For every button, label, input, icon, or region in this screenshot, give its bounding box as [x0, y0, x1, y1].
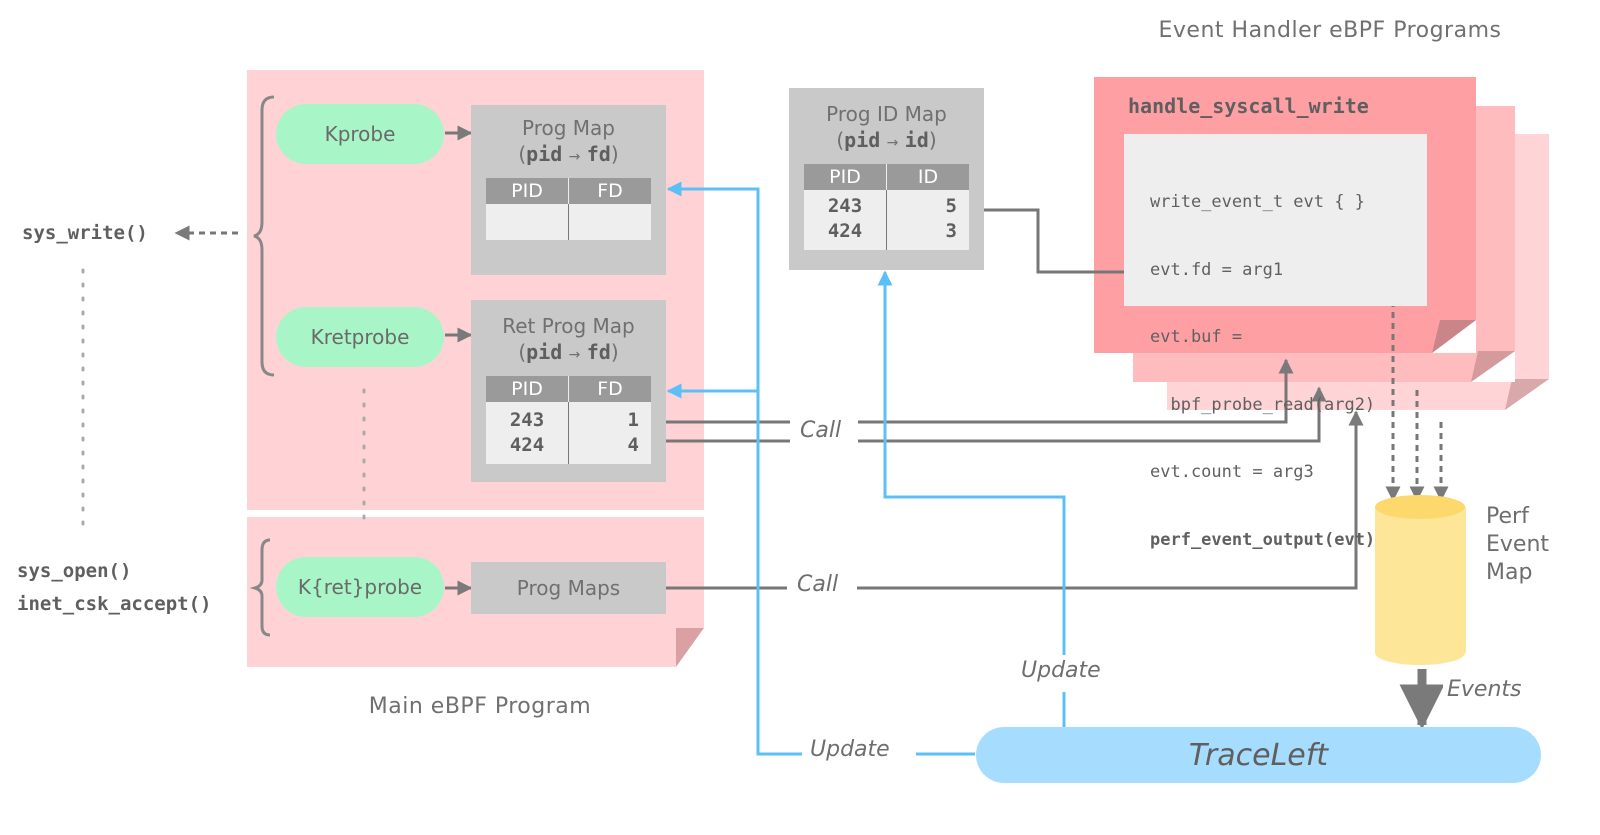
- call-lines: [634, 208, 1364, 590]
- event-handlers-title: Event Handler eBPF Programs: [1158, 18, 1502, 43]
- call-label-bottom: Call: [793, 572, 843, 597]
- brace-generic: [249, 538, 271, 637]
- inet-csk-accept-label: inet_csk_accept(): [17, 593, 212, 615]
- ret-prog-map-title: Ret Prog Map (pid → fd): [502, 314, 635, 364]
- handler-name: handle_syscall_write: [1128, 94, 1369, 118]
- traceleft-node[interactable]: TraceLeft: [976, 727, 1541, 783]
- brace-kprobes: [253, 95, 275, 377]
- perf-event-map-cylinder: [1375, 495, 1466, 665]
- update-label-right: Update: [1017, 658, 1105, 683]
- sys-write-label: sys_write(): [22, 222, 148, 244]
- main-program-title: Main eBPF Program: [368, 694, 592, 719]
- update-lines: [666, 181, 1066, 756]
- kretprobe-node[interactable]: Kretprobe: [276, 307, 444, 367]
- update-label-bottom: Update: [806, 737, 894, 762]
- events-label: Events: [1443, 677, 1526, 702]
- handler-code-block: write_event_t evt { } evt.fd = arg1 evt.…: [1124, 134, 1427, 550]
- sys-open-label: sys_open(): [17, 560, 132, 582]
- col-fd: FD: [568, 178, 651, 204]
- prog-id-map-title: Prog ID Map (pid → id): [826, 102, 947, 152]
- perf-event-output-call: perf_event_output(evt): [1150, 529, 1376, 550]
- kretprobe-generic-node[interactable]: K{ret}probe: [276, 557, 444, 617]
- call-label-top: Call: [796, 418, 846, 443]
- perf-output-dashes: [1385, 290, 1449, 502]
- col-pid: PID: [486, 178, 569, 204]
- prog-map-title: Prog Map (pid → fd): [518, 116, 619, 166]
- perf-event-map-label: Perf Event Map: [1486, 504, 1550, 585]
- prog-maps-box: Prog Maps: [471, 562, 666, 614]
- kprobe-node[interactable]: Kprobe: [276, 104, 444, 164]
